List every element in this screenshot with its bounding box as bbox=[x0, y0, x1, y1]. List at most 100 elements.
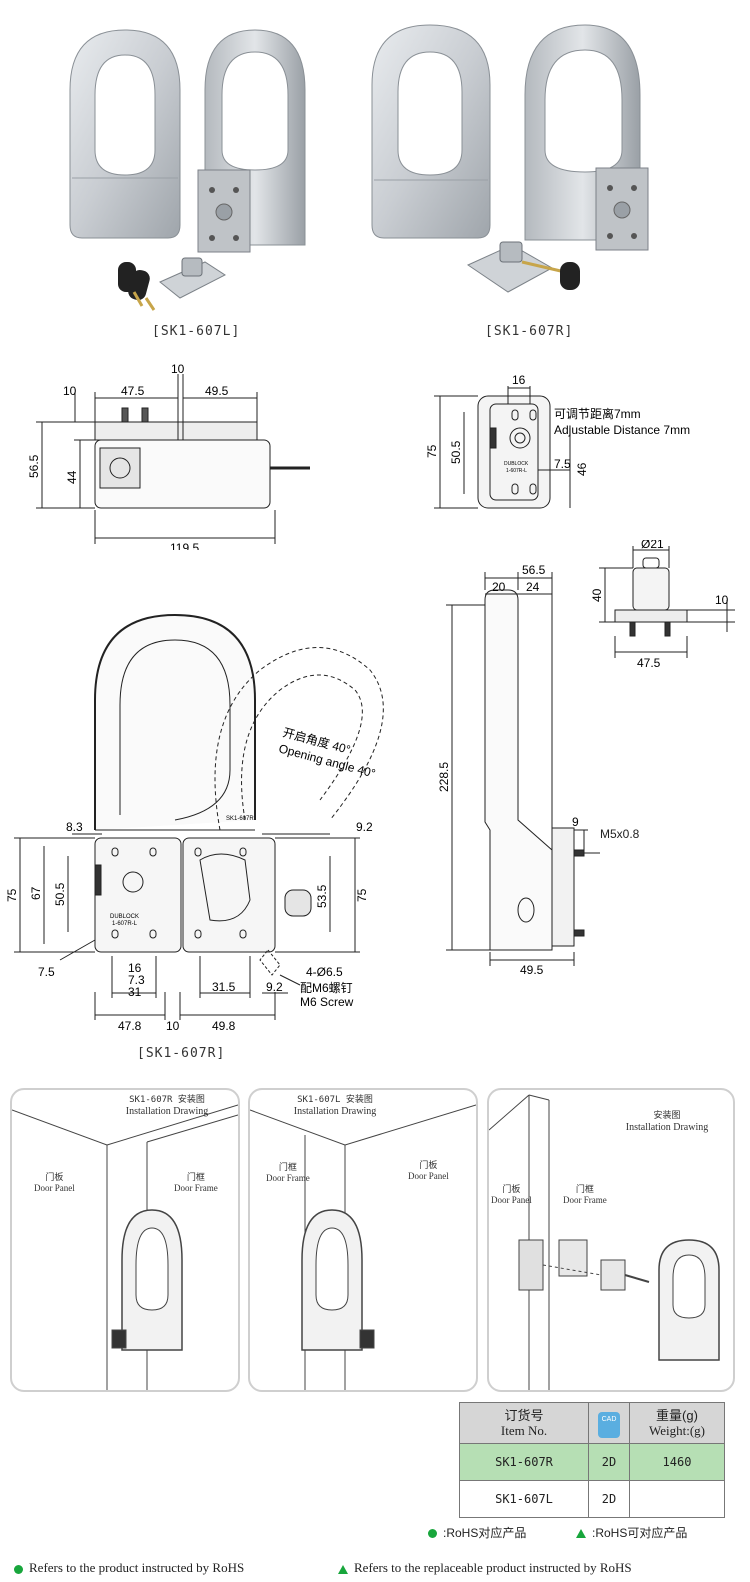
legend-rohs-replace-cn: :RoHS可对应产品 bbox=[576, 1524, 687, 1541]
inst-2-left-label: 门框 Door Frame bbox=[266, 1162, 310, 1184]
cad-icon: CAD bbox=[598, 1411, 620, 1438]
dim-16: 16 bbox=[128, 961, 142, 975]
dim-9-2: 9.2 bbox=[266, 980, 283, 994]
row-weight bbox=[629, 1480, 725, 1518]
dim-53-5: 53.5 bbox=[315, 884, 329, 908]
thread-label: M5x0.8 bbox=[600, 827, 640, 841]
inst-1-left-label: 门板 Door Panel bbox=[34, 1172, 75, 1194]
inst-2-right-cn: 门板 bbox=[419, 1160, 438, 1170]
inst-3-model: 安装图 bbox=[653, 1111, 681, 1121]
inst-2-left-cn: 门框 bbox=[278, 1162, 297, 1172]
header-item-en: Item No. bbox=[500, 1423, 548, 1438]
keeper-dia: Ø21 bbox=[641, 540, 664, 551]
row-item: SK1-607L bbox=[459, 1480, 589, 1518]
header-weight-cn: 重量(g) bbox=[656, 1408, 698, 1423]
inst-1-model: SK1-607R 安装图 bbox=[129, 1095, 205, 1105]
rohs-triangle-icon bbox=[576, 1529, 586, 1539]
profile-view-drawing: 56.5 20 24 228.5 9 49.5 bbox=[430, 560, 600, 980]
inst-2-title: SK1-607L 安装图 Installation Drawing bbox=[270, 1094, 400, 1118]
dim-47-5: 47.5 bbox=[121, 384, 145, 398]
keeper-dim-47-5: 47.5 bbox=[637, 656, 661, 670]
screw-en: M6 Screw bbox=[300, 995, 354, 1009]
inst-1-right-label: 门框 Door Frame bbox=[174, 1172, 218, 1194]
front-view-drawing: 10 47.5 10 49.5 56.5 44 119.5 bbox=[0, 360, 380, 555]
product-photos bbox=[0, 0, 750, 340]
profile-dim-9: 9 bbox=[572, 815, 579, 829]
table-row: SK1-607R 2D 1460 bbox=[459, 1443, 725, 1481]
dim-10: 10 bbox=[63, 384, 77, 398]
table-row: SK1-607L 2D bbox=[459, 1480, 725, 1518]
side-dim-16: 16 bbox=[512, 373, 526, 387]
dim-44: 44 bbox=[65, 470, 79, 484]
inst-3-right-en: Door Frame bbox=[563, 1195, 607, 1205]
photo-607l-back bbox=[197, 29, 306, 253]
inst-1-right-en: Door Frame bbox=[174, 1183, 218, 1193]
photo-607l-keeper bbox=[118, 257, 226, 311]
row-cad[interactable]: 2D bbox=[588, 1443, 630, 1481]
dim-31: 31 bbox=[128, 985, 142, 999]
header-weight-en: Weight:(g) bbox=[649, 1423, 705, 1438]
header-weight: 重量(g) Weight:(g) bbox=[629, 1402, 725, 1444]
keeper-view-drawing: Ø21 40 10 47.5 bbox=[585, 537, 745, 675]
installation-panel-3: 安装图 Installation Drawing 门板 Door Panel 门… bbox=[487, 1088, 735, 1392]
side-dim-75: 75 bbox=[425, 444, 439, 458]
inst-2-en: Installation Drawing bbox=[293, 1106, 377, 1117]
profile-dim-24: 24 bbox=[526, 580, 540, 594]
legend-rohs-replace-en: Refers to the replaceable product instru… bbox=[338, 1560, 632, 1576]
side-plate-model: 1-607R-L bbox=[506, 468, 527, 474]
dim-75-left: 75 bbox=[5, 888, 19, 902]
inst-1-title: SK1-607R 安装图 Installation Drawing bbox=[102, 1094, 232, 1118]
adjust-en: Adjustable Distance 7mm bbox=[554, 423, 690, 437]
inst-1-left-en: Door Panel bbox=[34, 1183, 75, 1193]
dim-75-right: 75 bbox=[355, 888, 369, 902]
dim-49-8: 49.8 bbox=[212, 1019, 236, 1033]
dim-7-3: 7.3 bbox=[128, 973, 145, 987]
legend-rohs-en: Refers to the product instructed by RoHS bbox=[14, 1560, 244, 1576]
dim-7-5: 7.5 bbox=[38, 965, 55, 979]
dim-10-top: 10 bbox=[171, 362, 185, 376]
keeper-dim-10: 10 bbox=[715, 593, 729, 607]
dim-8-3: 8.3 bbox=[66, 820, 83, 834]
profile-dim-49-5: 49.5 bbox=[520, 963, 544, 977]
holes-label: 4-Ø6.5 bbox=[306, 965, 343, 979]
side-plate-text: DUBLOCK bbox=[504, 461, 529, 467]
photo-607r-front bbox=[371, 24, 491, 239]
profile-dim-20: 20 bbox=[492, 580, 506, 594]
installation-panel-1: SK1-607R 安装图 Installation Drawing 门板 Doo… bbox=[10, 1088, 240, 1392]
dim-10-bottom: 10 bbox=[166, 1019, 180, 1033]
side-view-drawing: 16 可调节距离7mm Adjustable Distance 7mm 75 5… bbox=[420, 370, 750, 520]
dim-9-2-top: 9.2 bbox=[356, 820, 373, 834]
keeper-dim-40: 40 bbox=[590, 588, 604, 602]
plate-text: DUBLOCK bbox=[110, 914, 139, 920]
inst-3-left-cn: 门板 bbox=[502, 1184, 521, 1194]
dim-56-5: 56.5 bbox=[27, 454, 41, 478]
dim-31-5: 31.5 bbox=[212, 980, 236, 994]
side-dim-7-5: 7.5 bbox=[554, 457, 571, 471]
inst-2-model: SK1-607L 安装图 bbox=[297, 1095, 373, 1105]
inst-2-left-en: Door Frame bbox=[266, 1173, 310, 1183]
row-cad[interactable]: 2D bbox=[588, 1480, 630, 1518]
screw-cn: 配M6螺钉 bbox=[300, 981, 353, 995]
inst-3-right-cn: 门框 bbox=[575, 1184, 594, 1194]
inst-2-right-en: Door Panel bbox=[408, 1171, 449, 1181]
dim-50-5: 50.5 bbox=[53, 882, 67, 906]
rohs-cn-text: :RoHS对应产品 bbox=[443, 1526, 527, 1540]
inst-3-en: Installation Drawing bbox=[625, 1122, 709, 1133]
item-table: 订货号 Item No. CAD 重量(g) Weight:(g) SK1-60… bbox=[459, 1402, 725, 1518]
inst-3-left-label: 门板 Door Panel bbox=[491, 1184, 532, 1206]
dim-119-5: 119.5 bbox=[170, 541, 199, 550]
profile-dim-228-5: 228.5 bbox=[437, 762, 451, 792]
rohs-replace-cn-text: :RoHS可对应产品 bbox=[592, 1526, 688, 1540]
handle-text: SK1-607R bbox=[226, 816, 254, 822]
photo-607l-front bbox=[69, 29, 181, 239]
rohs-replace-en-text: Refers to the replaceable product instru… bbox=[354, 1560, 632, 1575]
plate-model: 1-607R-L bbox=[112, 921, 138, 927]
photo-label-right: [SK1-607R] bbox=[485, 324, 574, 339]
installation-panel-2: SK1-607L 安装图 Installation Drawing 门框 Doo… bbox=[248, 1088, 478, 1392]
rohs-dot-icon bbox=[14, 1564, 23, 1574]
dim-67: 67 bbox=[29, 886, 43, 900]
row-weight: 1460 bbox=[629, 1443, 725, 1481]
dim-49-5: 49.5 bbox=[205, 384, 229, 398]
rohs-triangle-icon bbox=[338, 1564, 348, 1574]
inst-3-right-label: 门框 Door Frame bbox=[563, 1184, 607, 1206]
